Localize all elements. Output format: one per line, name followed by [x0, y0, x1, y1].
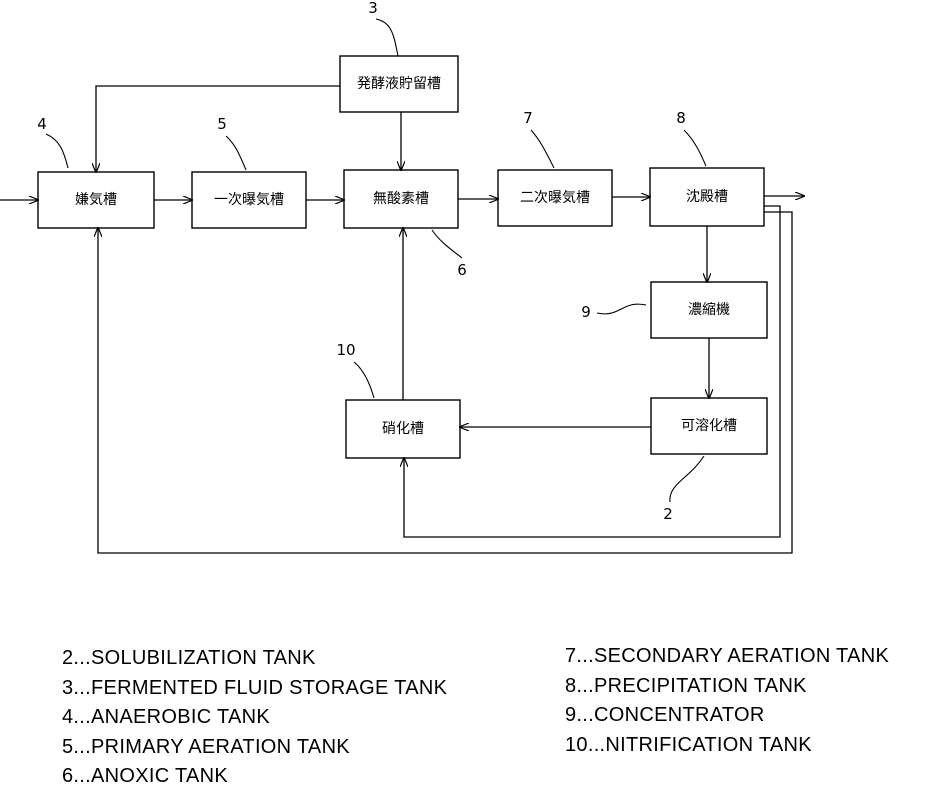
solubilization-tank-label: 可溶化槽 — [681, 418, 737, 434]
legend-item-8: 8...PRECIPITATION TANK — [565, 674, 807, 697]
legend-item-4: 4...ANAEROBIC TANK — [62, 706, 271, 728]
leader-5 — [225, 135, 247, 171]
leader-8 — [683, 129, 707, 167]
anoxic-tank-box: 無酸素槽 — [343, 169, 459, 229]
solubilization-tank-box: 可溶化槽 — [650, 397, 768, 455]
ref-number-8: 8 — [676, 109, 686, 127]
ref-number-3: 3 — [368, 0, 378, 17]
storage-to-anaerobic-arrow — [96, 85, 340, 172]
leader-2 — [669, 455, 705, 503]
legend-item-6: 6...ANOXIC TANK — [62, 765, 229, 787]
concentrator-label: 濃縮機 — [688, 302, 730, 318]
secondary-aeration-tank-label: 二次曝気槽 — [520, 190, 590, 206]
anaerobic-tank-label: 嫌気槽 — [75, 192, 117, 208]
ref-number-7: 7 — [523, 109, 533, 127]
primary-aeration-tank-label: 一次曝気槽 — [214, 192, 284, 208]
leader-7 — [530, 129, 555, 169]
legend-item-10: 10...NITRIFICATION TANK — [565, 733, 812, 756]
legend-item-3: 3...FERMENTED FLUID STORAGE TANK — [62, 676, 448, 699]
leader-3 — [375, 18, 399, 57]
ref-number-10: 10 — [336, 341, 355, 359]
concentrator-box: 濃縮機 — [650, 281, 768, 339]
legend-item-9: 9...CONCENTRATOR — [565, 704, 765, 726]
legend-right: 7...SECONDARY AERATION TANK 8...PRECIPIT… — [565, 642, 889, 760]
primary-aeration-tank-box: 一次曝気槽 — [191, 171, 307, 229]
ref-number-9: 9 — [581, 303, 591, 321]
nitrification-tank-box: 硝化槽 — [345, 399, 461, 459]
return-to-anaerobic-arrow — [98, 211, 793, 554]
secondary-aeration-tank-box: 二次曝気槽 — [497, 169, 613, 227]
leader-9 — [596, 303, 647, 315]
ref-number-5: 5 — [217, 115, 227, 133]
legend-item-2: 2...SOLUBILIZATION TANK — [62, 647, 316, 669]
nitrification-tank-label: 硝化槽 — [382, 421, 424, 437]
leader-6 — [431, 229, 463, 259]
ref-number-2: 2 — [663, 505, 673, 523]
precipitation-tank-label: 沈殿槽 — [686, 189, 728, 205]
fermented-fluid-storage-tank-box: 発酵液貯留槽 — [339, 55, 459, 113]
return-to-nitrification-arrow — [404, 205, 781, 538]
ref-number-6: 6 — [457, 261, 467, 279]
fermented-fluid-storage-tank-label: 発酵液貯留槽 — [357, 76, 441, 92]
legend-item-7: 7...SECONDARY AERATION TANK — [565, 645, 890, 667]
legend-item-5: 5...PRIMARY AERATION TANK — [62, 735, 350, 758]
precipitation-tank-box: 沈殿槽 — [649, 167, 765, 227]
leader-4 — [45, 133, 69, 169]
ref-number-4: 4 — [37, 115, 47, 133]
anaerobic-tank-box: 嫌気槽 — [37, 171, 155, 229]
legend-left: 2...SOLUBILIZATION TANK 3...FERMENTED FL… — [62, 644, 447, 792]
leader-10 — [353, 361, 375, 399]
anoxic-tank-label: 無酸素槽 — [373, 191, 429, 207]
